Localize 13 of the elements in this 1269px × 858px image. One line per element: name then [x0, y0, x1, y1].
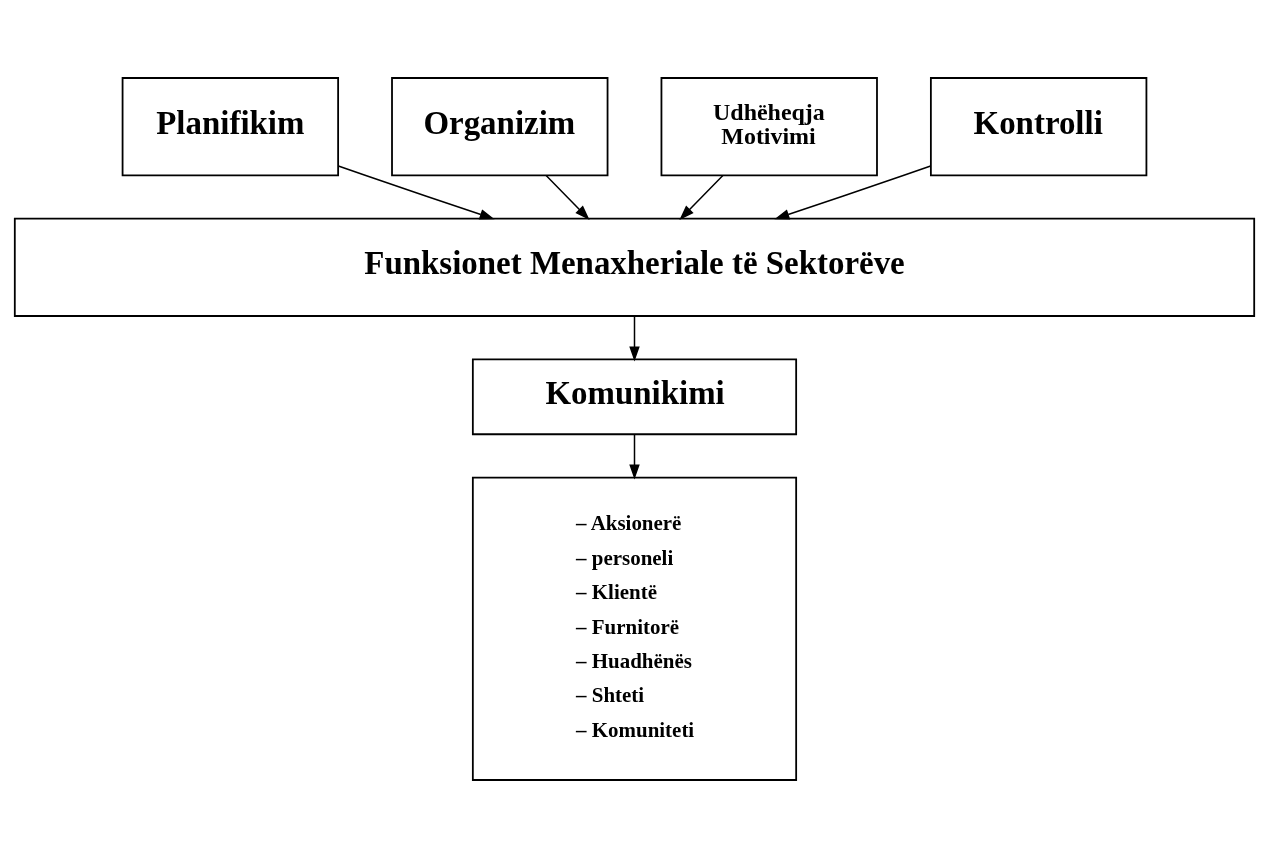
node-box: Udhëheqja Motivimi — [660, 77, 878, 177]
node-box: – Aksionerë – personeli – Klientë – Furnitorë – Huadhënës – Shteti – Komuniteti — [471, 476, 798, 781]
node-box: Organizim — [391, 77, 609, 177]
arrow — [629, 433, 640, 480]
arrow — [679, 174, 724, 220]
arrow — [545, 174, 590, 220]
node-box: Komunikimi — [471, 358, 798, 436]
arrow — [774, 165, 932, 220]
node-box: Planifikim — [121, 77, 339, 177]
node-box: Funksionet Menaxheriale të Sektorëve — [13, 217, 1256, 317]
node-box: Kontrolli — [930, 77, 1148, 177]
arrow — [629, 315, 640, 362]
arrow — [337, 165, 495, 220]
